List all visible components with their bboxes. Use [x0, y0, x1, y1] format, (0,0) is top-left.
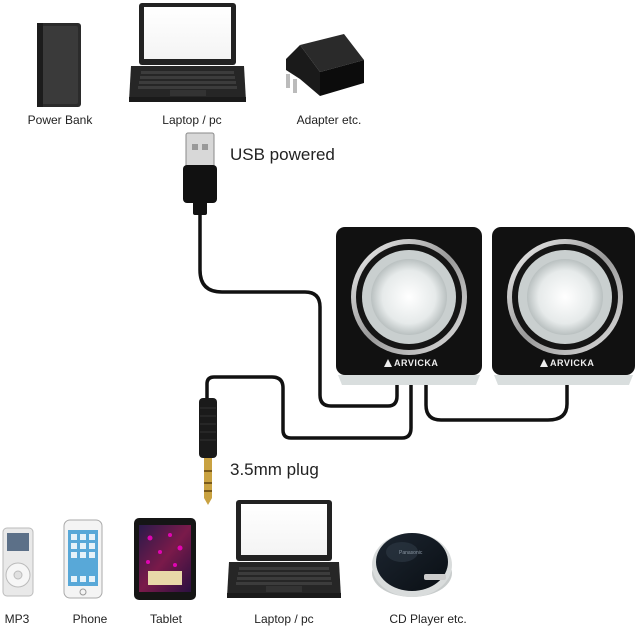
usb-plug-icon: [183, 132, 217, 215]
plug-label: 3.5mm plug: [230, 460, 319, 479]
adapter-icon: [286, 34, 364, 96]
mp3-player-icon: [2, 527, 34, 597]
device-label-laptop-top: Laptop / pc: [162, 113, 222, 127]
tablet-icon: [134, 518, 196, 600]
device-label-phone: Phone: [72, 612, 108, 626]
phone-icon: [63, 519, 103, 599]
device-label-cd-player: CD Player etc.: [389, 612, 467, 626]
cd-player-icon: [372, 533, 452, 597]
device-label-power-bank: Power Bank: [27, 113, 93, 127]
audio-plug-icon: [199, 398, 217, 505]
speaker-left: [336, 227, 482, 385]
cable-lines: [198, 213, 569, 440]
speaker-right: [492, 227, 635, 385]
cd-brand-label: Panasonic: [399, 550, 423, 556]
device-label-mp3: MP3: [4, 612, 30, 626]
device-label-laptop-bottom: Laptop / pc: [254, 612, 314, 626]
speaker-brand-left: ARVICKA: [394, 358, 439, 368]
device-label-tablet: Tablet: [149, 612, 183, 626]
device-label-adapter: Adapter etc.: [296, 113, 362, 127]
laptop-icon-bottom: [227, 500, 341, 598]
speaker-brand-right: ARVICKA: [550, 358, 595, 368]
power-bank-icon: [37, 23, 81, 107]
usb-label: USB powered: [230, 145, 335, 164]
laptop-icon: [129, 3, 246, 102]
